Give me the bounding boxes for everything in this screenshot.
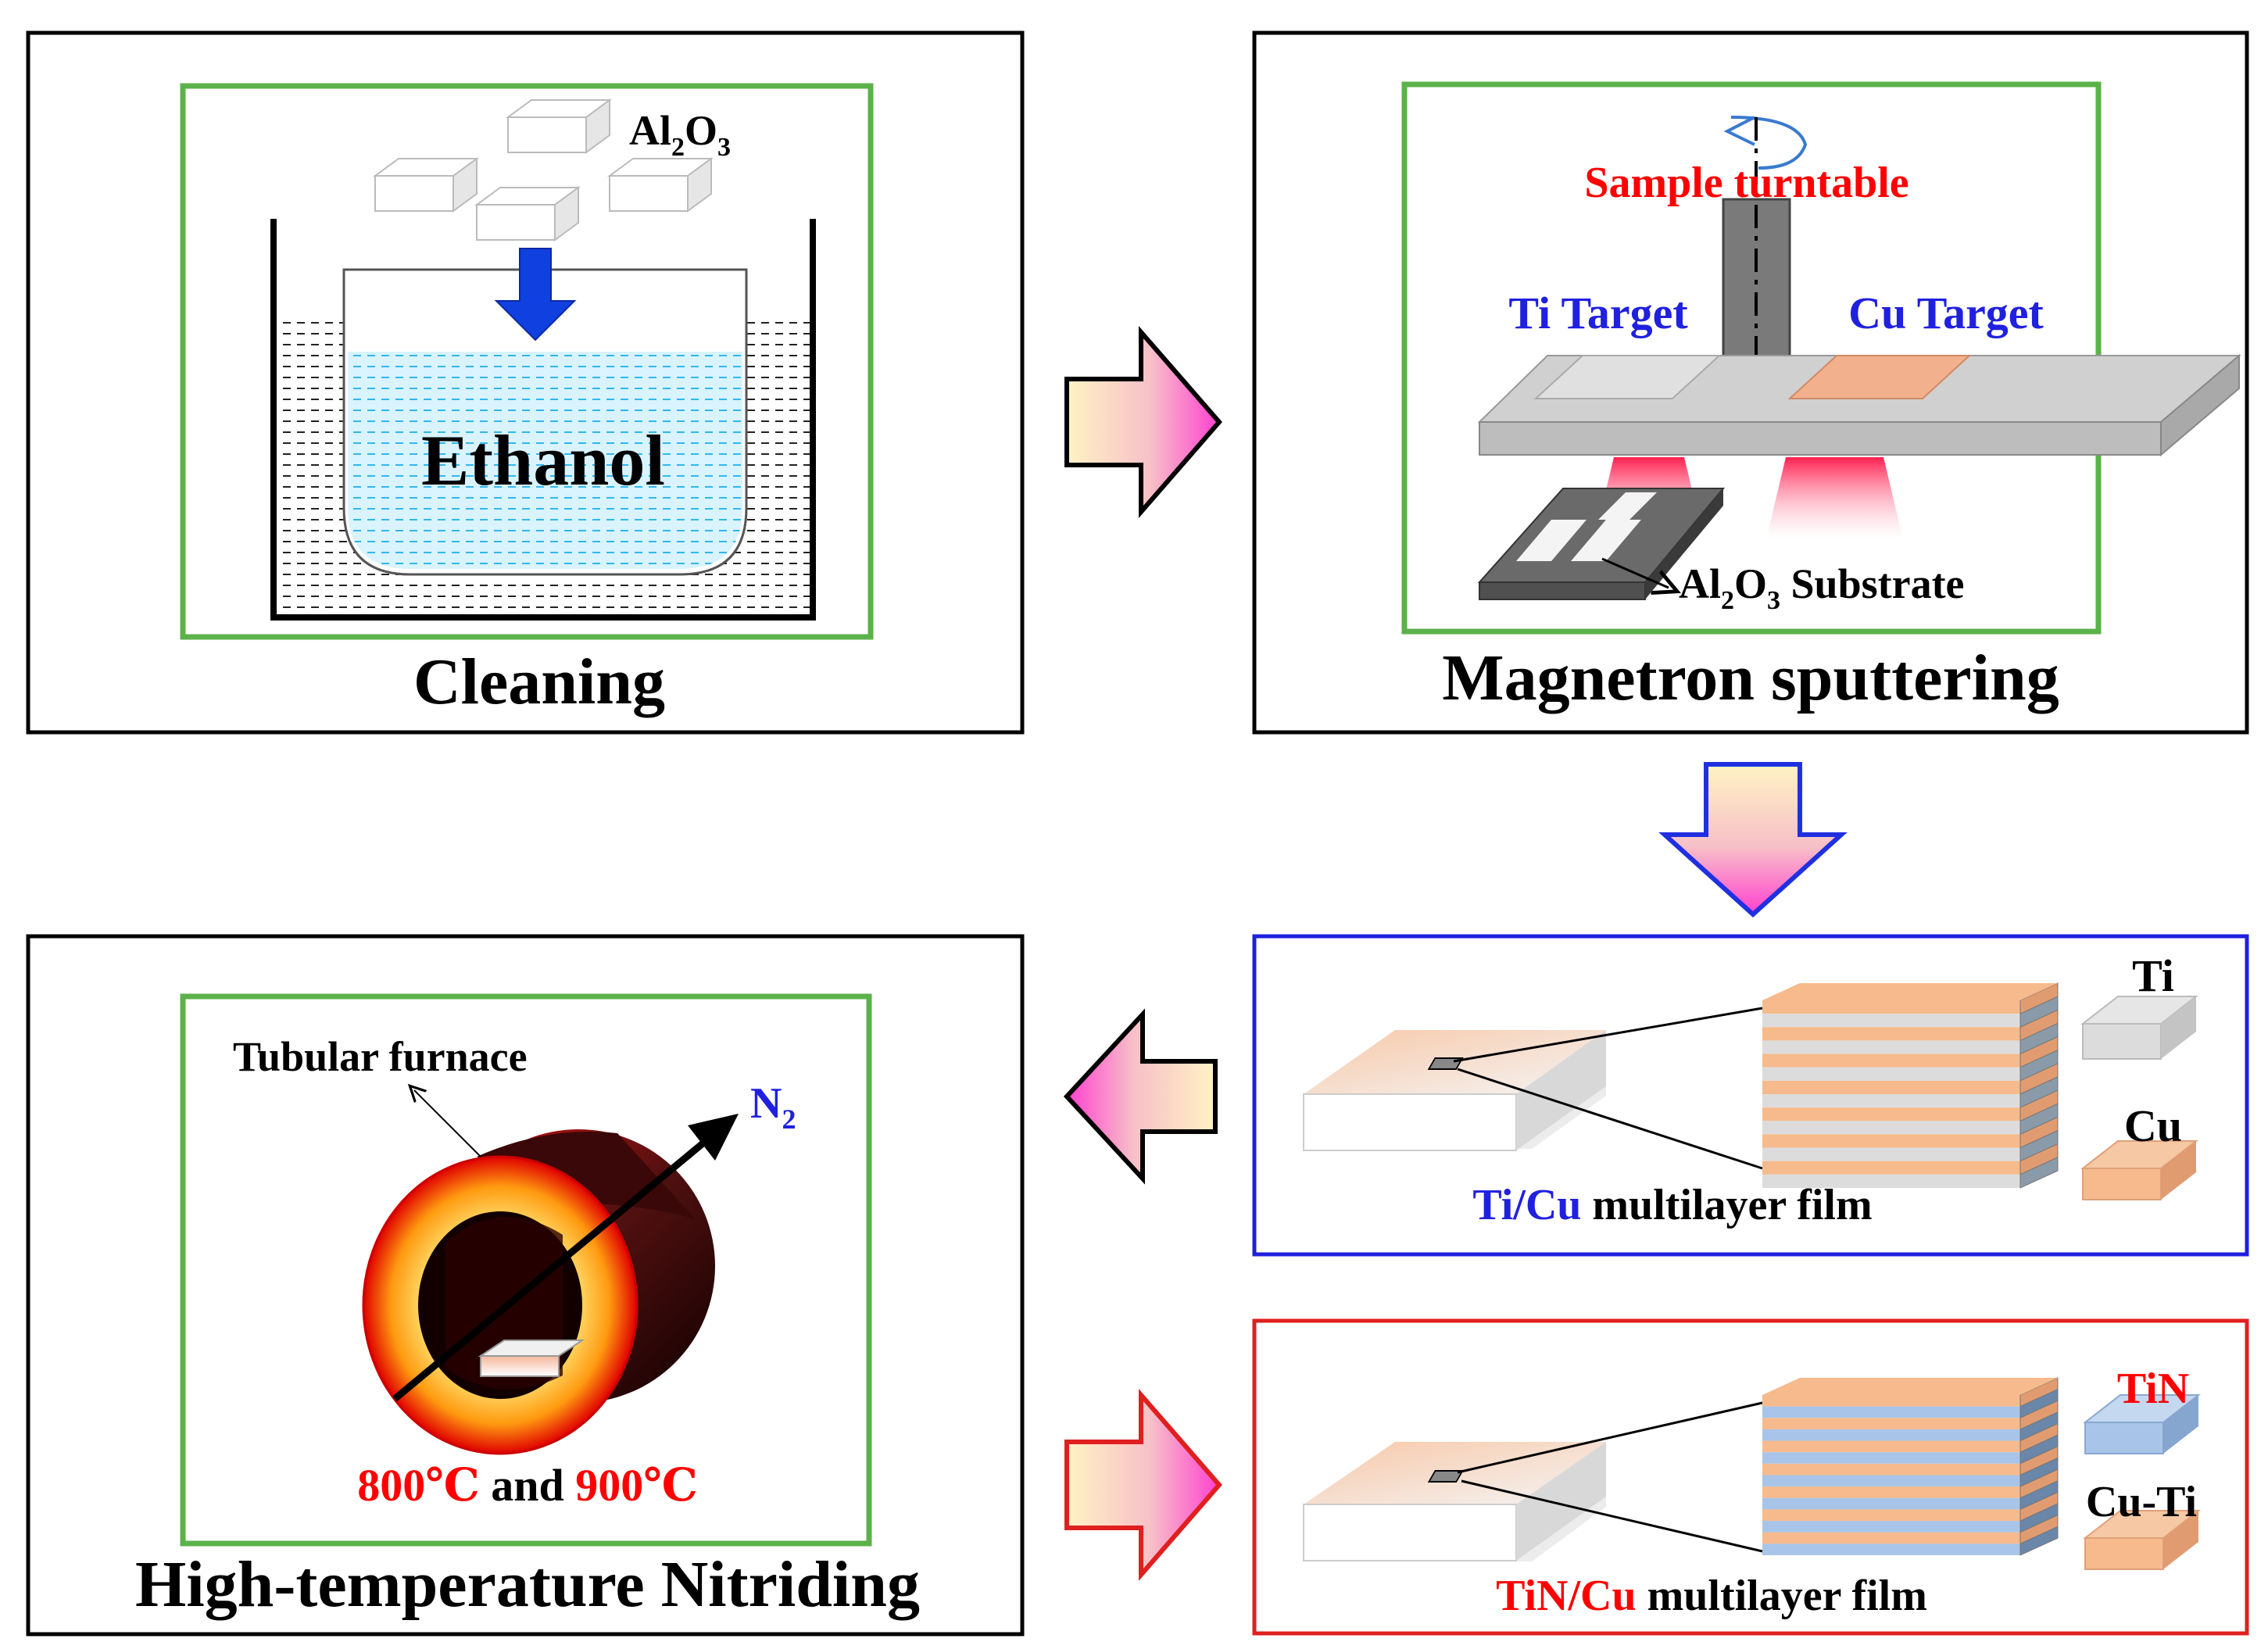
stack-layer [1762, 1486, 2020, 1498]
stack-layer [1762, 1521, 2020, 1533]
stack-layer-side [2019, 1526, 2059, 1556]
furnace-label: Tubular furnace [233, 1033, 528, 1080]
stack-layer [1762, 1053, 2020, 1068]
stack-layer [1762, 1418, 2020, 1429]
sputtering-panel: Sample turntable Ti Target Cu Target Al2… [1252, 30, 2249, 735]
stack-layer [1762, 1121, 2020, 1135]
tinCu-stack [1762, 1377, 2059, 1556]
stack-layer [1762, 1080, 2020, 1094]
stack-layer [1762, 1463, 2020, 1476]
ultrasonic-bath [270, 219, 816, 621]
stack-layer [1762, 1509, 2020, 1522]
gas-flow-arrowhead-icon [688, 1114, 739, 1161]
plasma-plume-cu [1766, 457, 1903, 539]
stack-layer [1762, 1406, 2020, 1418]
turntable-plate [1477, 353, 2241, 457]
nitrided-caption: TiN/Cu multilayer film [1496, 1572, 1927, 1620]
flow-arrow-right-1 [1064, 325, 1222, 519]
sputtering-title: Magnetron sputtering [1442, 642, 2059, 714]
cleaning-panel: Al2O3 Ethanol Cleaning [26, 30, 1025, 735]
stack-top [1762, 1378, 2058, 1395]
stack-layer [1762, 1040, 2020, 1054]
stack-layer [1762, 1497, 2020, 1510]
stack-layer [1762, 1147, 2020, 1161]
nitriding-panel: Tubular furnace N2 800℃ and 900℃ High-te… [26, 934, 1025, 1636]
legend-cuti-label: Cu-Ti [2086, 1478, 2197, 1526]
flow-arrow-right-2 [1064, 1388, 1222, 1582]
gas-label: N2 [750, 1079, 796, 1135]
gas-flow-arrow [392, 1130, 717, 1402]
stack-layer [1762, 1440, 2020, 1453]
stack-layer [1762, 1475, 2020, 1487]
temperature-label: 800℃ and 900℃ [357, 1460, 698, 1511]
stack-layer [1762, 1107, 2020, 1121]
multilayer-panel: Ti Cu Ti/Cu multilayer film [1252, 934, 2249, 1257]
legend-ti-block [2080, 996, 2198, 1060]
multilayer-caption: Ti/Cu multilayer film [1472, 1181, 1872, 1229]
nitrided-panel: TiN Cu-Ti TiN/Cu multilayer film [1252, 1318, 2249, 1636]
stack-layer [1762, 1543, 2020, 1555]
stack-layer [1762, 1014, 2020, 1028]
stack-layer [1762, 1000, 2020, 1014]
ti-target-label: Ti Target [1508, 288, 1688, 338]
stack-layer [1762, 1094, 2020, 1108]
cleaning-title: Cleaning [413, 646, 665, 718]
stack-layer-side [2019, 1157, 2059, 1189]
legend-cu-label: Cu [2124, 1100, 2182, 1151]
alumina-blocks [372, 98, 714, 241]
tiCu-stack [1762, 982, 2059, 1189]
stack-layer [1762, 1161, 2020, 1175]
legend-ti-label: Ti [2132, 950, 2174, 1001]
legend-cu-block [2080, 1140, 2198, 1200]
flow-arrow-left [1063, 1008, 1218, 1185]
nitriding-title: High-temperature Nitriding [135, 1548, 920, 1621]
ethanol-label: Ethanol [421, 420, 665, 500]
stack-layer [1762, 1395, 2020, 1407]
legend-cuti-block [2083, 1510, 2201, 1570]
turntable-label: Sample turntable [1584, 159, 1908, 207]
rotation-icon [1723, 116, 1808, 170]
flow-arrow-down [1658, 762, 1848, 918]
stack-layer [1762, 1429, 2020, 1441]
stack-layer [1762, 1027, 2020, 1041]
cu-target-label: Cu Target [1848, 288, 2044, 338]
stack-top [1762, 983, 2058, 1000]
stack-layer [1762, 1174, 2020, 1188]
stack-layer [1762, 1134, 2020, 1148]
alumina-label: Al2O3 [629, 107, 731, 162]
legend-tin-block [2083, 1394, 2201, 1454]
legend-tin-label: TiN [2117, 1365, 2189, 1413]
stack-layer [1762, 1067, 2020, 1081]
substrate-label: Al2O3 Substrate [1679, 560, 1965, 615]
immersion-arrow-icon [494, 248, 577, 342]
tubular-furnace [362, 1129, 715, 1455]
stack-layer [1762, 1452, 2020, 1464]
stack-layer [1762, 1532, 2020, 1544]
